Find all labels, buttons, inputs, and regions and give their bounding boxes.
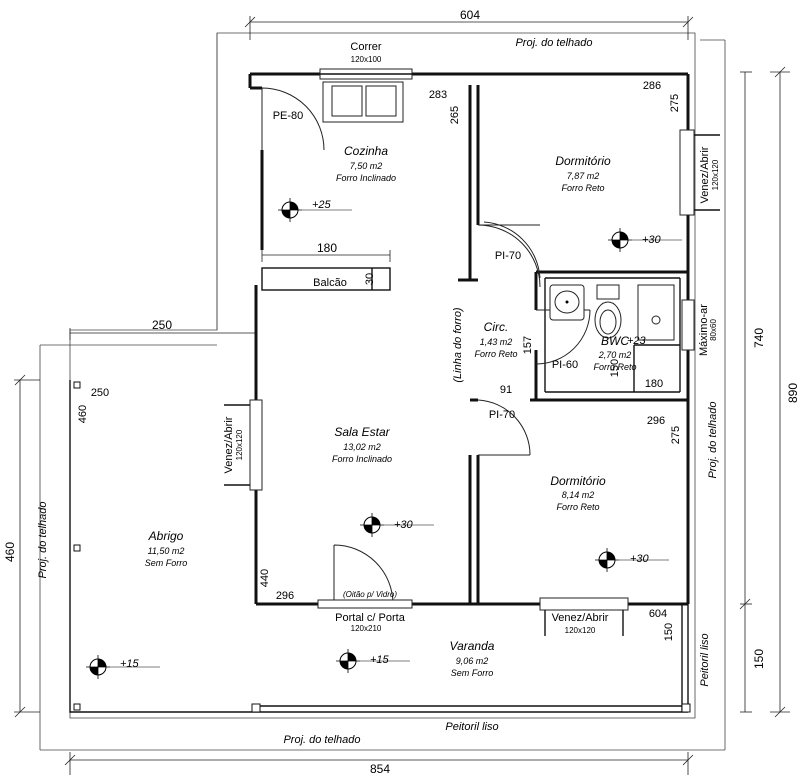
walls (69, 72, 691, 713)
proj-right-label: Proj. do telhado (707, 401, 719, 478)
venez-right-size: 120x120 (711, 159, 720, 190)
dim-right-lower: 150 (752, 649, 766, 669)
room-cozinha: Cozinha 7,50 m2 Forro Inclinado (336, 144, 396, 183)
proj-left-label: Proj. do telhado (37, 501, 49, 578)
proj-bottom-label: Proj. do telhado (283, 734, 360, 746)
room-finish: Forro Reto (561, 183, 604, 193)
maximo-ar-label: Máximo-ar (698, 304, 710, 356)
dim-440: 440 (259, 569, 271, 587)
room-abrigo: Abrigo 11,50 m2 Sem Forro (145, 529, 188, 568)
peitoril-right-label: Peitoril liso (699, 633, 711, 686)
room-name: BWC (601, 334, 629, 348)
pe80-label: PE-80 (273, 110, 304, 122)
dim-604-small: 604 (649, 608, 667, 620)
level-cozinha: +25 (312, 199, 332, 211)
openings (224, 68, 720, 636)
level-abrigo: +15 (120, 658, 140, 670)
room-area: 7,50 m2 (350, 161, 383, 171)
roof-projection (39, 32, 726, 751)
dim-275-top: 275 (669, 94, 681, 112)
room-name: Circ. (484, 320, 509, 334)
room-name: Sala Estar (334, 425, 390, 439)
dim-265: 265 (449, 106, 461, 124)
room-area: 9,06 m2 (456, 656, 489, 666)
pi70-bottom-label: PI-70 (489, 409, 515, 421)
dim-abrigo-top: 250 (152, 318, 172, 332)
level-sala: +30 (394, 519, 414, 531)
room-finish: Sem Forro (145, 558, 188, 568)
room-circ: Circ. 1,43 m2 Forro Reto (474, 320, 517, 359)
pi60-label: PI-60 (552, 359, 578, 371)
portal-label: Portal c/ Porta (335, 612, 406, 624)
dim-30: 30 (364, 273, 376, 285)
dim-180-balcao: 180 (317, 241, 337, 255)
dim-283: 283 (429, 89, 447, 101)
room-varanda: Varanda 9,06 m2 Sem Forro (450, 639, 495, 678)
room-name: Varanda (450, 639, 495, 653)
dim-275-mid: 275 (670, 426, 682, 444)
room-finish: Sem Forro (451, 668, 494, 678)
venez-bottom-label: Venez/Abrir (552, 612, 609, 624)
room-finish: Forro Inclinado (336, 173, 396, 183)
venez-bottom-size: 120x120 (565, 626, 596, 635)
room-finish: Forro Reto (593, 362, 636, 372)
dim-286: 286 (643, 80, 661, 92)
dim-296-left: 296 (276, 590, 294, 602)
dim-right-upper: 740 (752, 328, 766, 348)
room-dormitorio-1: Dormitório 7,87 m2 Forro Reto (555, 154, 611, 193)
room-area: 8,14 m2 (562, 490, 595, 500)
dim-180-bwc: 180 (645, 378, 663, 390)
level-dorm2: +30 (630, 553, 650, 565)
dim-bottom-width: 854 (370, 762, 390, 776)
room-area: 13,02 m2 (343, 442, 381, 452)
room-name: Dormitório (550, 474, 606, 488)
level-dorm1: +30 (642, 234, 662, 246)
level-varanda: +15 (370, 654, 390, 666)
peitoril-bottom-label: Peitoril liso (445, 721, 498, 733)
balcao-label: Balcão (313, 277, 347, 289)
room-area: 7,87 m2 (567, 171, 600, 181)
dim-150-varanda: 150 (663, 623, 675, 641)
proj-top-label: Proj. do telhado (515, 37, 592, 49)
room-finish: Forro Inclinado (332, 454, 392, 464)
room-finish: Forro Reto (556, 502, 599, 512)
venez-right-label: Venez/Abrir (699, 146, 711, 203)
maximo-ar-size: 80x60 (709, 319, 718, 341)
dim-abrigo-inner-height: 460 (77, 405, 89, 423)
correr-size: 120x100 (351, 55, 382, 64)
room-name: Dormitório (555, 154, 611, 168)
venez-left-size: 120x120 (235, 429, 244, 460)
portal-size: 120x210 (351, 624, 382, 633)
dim-top-width: 604 (460, 8, 480, 22)
venez-left-label: Venez/Abrir (223, 416, 235, 473)
correr-label: Correr (350, 41, 382, 53)
dim-296-right: 296 (647, 415, 665, 427)
pi70-top-label: PI-70 (495, 250, 521, 262)
room-area: 2,70 m2 (598, 350, 632, 360)
oitao-label: (Oitão p/ Vidro) (343, 590, 397, 599)
dim-150-bwc: 150 (609, 359, 621, 377)
level-bwc: +23 (627, 335, 647, 347)
room-area: 11,50 m2 (148, 546, 185, 556)
dim-left-height: 460 (3, 542, 17, 562)
room-name: Cozinha (344, 144, 388, 158)
room-area: 1,43 m2 (480, 337, 513, 347)
dim-abrigo-inner-width: 250 (91, 387, 109, 399)
dim-right-total: 890 (786, 383, 800, 403)
linha-forro-label: (Linha do forro) (452, 307, 464, 383)
room-finish: Forro Reto (474, 349, 517, 359)
room-dormitorio-2: Dormitório 8,14 m2 Forro Reto (550, 474, 606, 512)
room-name: Abrigo (148, 529, 184, 543)
room-sala: Sala Estar 13,02 m2 Forro Inclinado (332, 425, 392, 464)
dim-157: 157 (522, 336, 534, 354)
dim-91: 91 (500, 384, 512, 396)
room-bwc: BWC 2,70 m2 Forro Reto (593, 334, 636, 372)
dimension-lines (14, 16, 790, 775)
